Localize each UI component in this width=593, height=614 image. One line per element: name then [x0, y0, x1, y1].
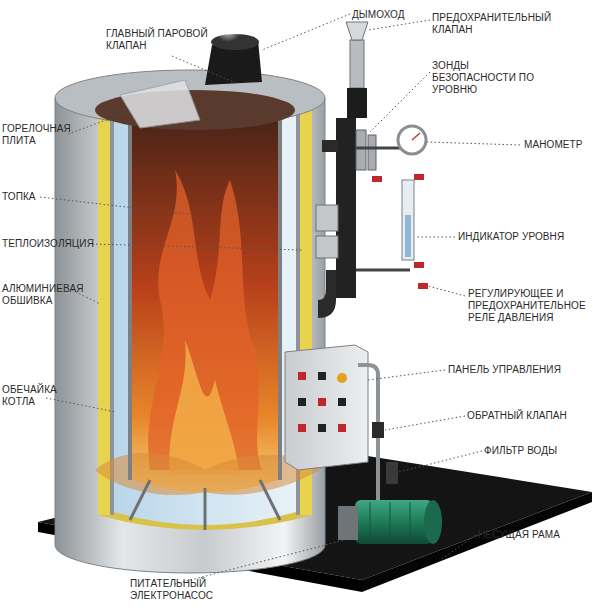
red-tap [418, 283, 428, 289]
level-probe [368, 135, 376, 170]
panel-button [318, 398, 326, 406]
furnace-wall [278, 118, 282, 480]
panel-button [298, 398, 306, 406]
panel-button [298, 372, 306, 380]
part-label: ИНДИКАТОР УРОВНЯ [458, 231, 592, 243]
red-tap [414, 262, 424, 268]
burner-plate [120, 80, 200, 128]
support-leg [130, 480, 150, 520]
pipe-branch [356, 269, 410, 272]
pressure-switch [316, 236, 338, 258]
pressure-switch [316, 205, 338, 231]
leader-line [399, 451, 482, 472]
panel-button [318, 372, 326, 380]
boiler-shell [55, 98, 325, 573]
part-label: ФИЛЬТР ВОДЫ [484, 445, 593, 457]
safety-valve-spout [346, 22, 368, 40]
panel-switch [337, 373, 347, 383]
pump-motor [355, 500, 433, 544]
motor-fin [410, 502, 411, 542]
part-label: ОБЕЧАЙКА КОТЛА [2, 384, 74, 408]
leader-line [368, 20, 430, 30]
leader-line [416, 237, 455, 238]
part-label: МАНОМЕТР [524, 139, 593, 151]
part-label: ОБРАТНЫЙ КЛАПАН [467, 410, 593, 422]
panel-button [298, 424, 306, 432]
pipe-column [336, 118, 356, 298]
manometer-needle [412, 133, 420, 140]
flame [169, 340, 240, 475]
red-tap [414, 174, 424, 180]
level-indicator [402, 180, 414, 260]
part-label: ГЛАВНЫЙ ПАРОВОЙ КЛАПАН [106, 28, 214, 52]
leader-line [40, 197, 195, 215]
part-label: ГОРЕЛОЧНАЯ ПЛИТА [2, 123, 74, 147]
panel-button [338, 398, 346, 406]
red-tap [372, 176, 382, 182]
leader-line [440, 535, 476, 560]
pump-motor-end [424, 500, 442, 544]
leader-line [92, 244, 302, 250]
safety-valve [350, 40, 364, 88]
panel-button [318, 424, 326, 432]
support-leg [204, 488, 207, 530]
shell-wall [110, 110, 114, 515]
level-probe [356, 130, 366, 170]
pipe-elbow [318, 270, 336, 318]
part-label: ДЫМОХОД [352, 9, 427, 21]
motor-fin [390, 502, 391, 542]
part-label: ПИТАТЕЛЬНЫЙ ЭЛЕКТРОНАСОС [130, 578, 240, 602]
motor-fin [370, 502, 371, 542]
leader-line [385, 416, 465, 430]
control-panel [285, 345, 368, 470]
part-label: АЛЮМИНИЕВАЯ ОБШИВКА [2, 283, 92, 307]
panel-button [338, 424, 346, 432]
water-filter [386, 462, 398, 484]
leader-line [370, 72, 430, 132]
part-label: РЕГУЛИРУЮЩЕЕ И ПРЕДОХРАНИТЕЛЬНОЕ РЕЛЕ ДА… [468, 288, 593, 324]
leader-line [262, 14, 350, 50]
steam [232, 2, 256, 26]
leader-line [175, 540, 345, 584]
check-valve [372, 422, 384, 438]
furnace [132, 118, 278, 493]
leader-line [427, 142, 520, 145]
leader-line [46, 398, 116, 412]
feed-pipe [358, 365, 378, 520]
part-label: ЗОНДЫ БЕЗОПАСНОСТИ ПО УРОВНЮ [432, 60, 540, 96]
leader-line [368, 370, 445, 380]
part-label: ТОПКА [2, 191, 62, 203]
manometer [398, 126, 426, 154]
leader-line [172, 56, 238, 84]
part-label: ПАНЕЛЬ УПРАВЛЕНИЯ [448, 364, 593, 376]
part-label: ПРЕДОХРАНИТЕЛЬНЫЙ КЛАПАН [432, 12, 562, 36]
pipe-connection [322, 140, 338, 152]
level-indicator-water [405, 215, 411, 257]
part-label: ТЕПЛОИЗОЛЯЦИЯ [2, 238, 104, 250]
cutaway-face [98, 110, 312, 530]
steam [204, 4, 224, 24]
part-label: НЕСУЩАЯ РАМА [478, 529, 593, 541]
safety-valve-base [347, 88, 367, 118]
support-leg [260, 480, 280, 520]
leader-line [428, 286, 465, 296]
furnace-wall [128, 118, 132, 480]
insulation-layer [98, 110, 110, 515]
pump-housing [338, 506, 358, 540]
leader-line [68, 112, 128, 134]
